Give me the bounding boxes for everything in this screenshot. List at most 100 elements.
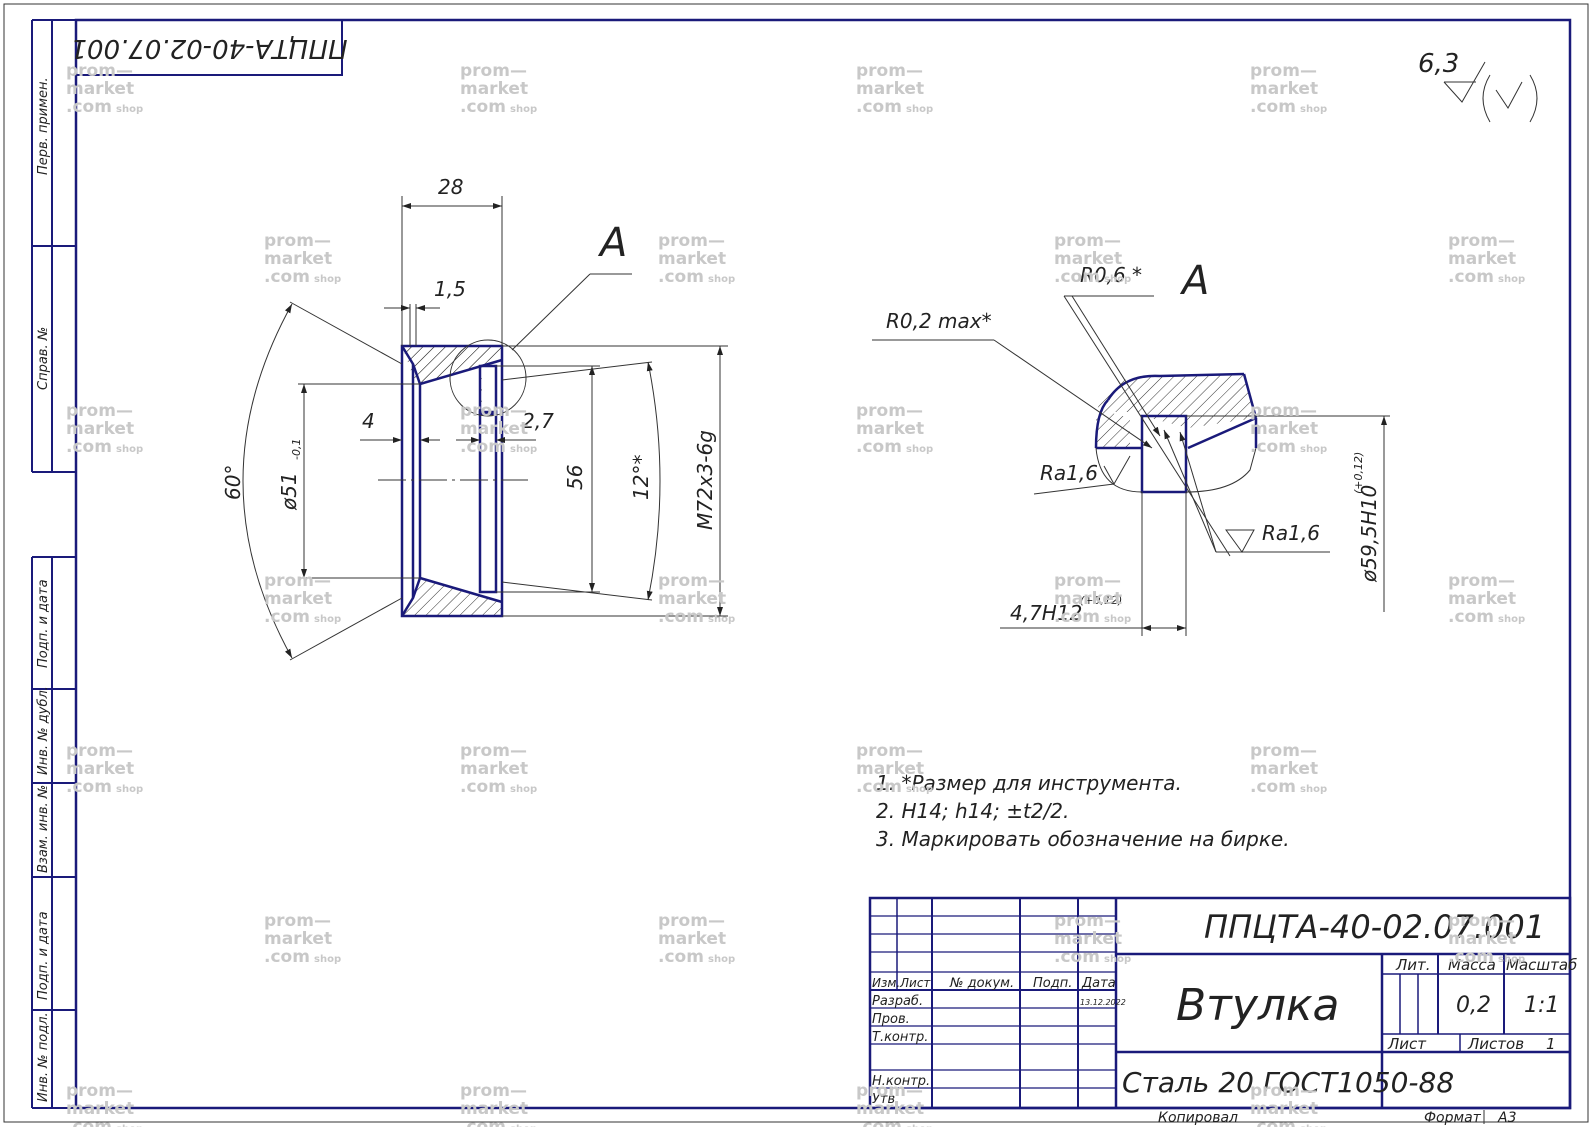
detail-a-view: ø59,5H10 (+0,12) 4,7H12 (+0,12) R0,6 * A… [872, 258, 1390, 636]
svg-text:shop: shop [116, 784, 143, 795]
svg-text:shop: shop [906, 784, 933, 795]
svg-text:shop: shop [314, 954, 341, 965]
svg-text:shop: shop [510, 444, 537, 455]
svg-text:market: market [460, 759, 528, 779]
detail-dia-59-5-tol: (+0,12) [1352, 452, 1365, 494]
svg-text:market: market [856, 759, 924, 779]
tb-date-dev: 13.12.2022 [1080, 998, 1126, 1007]
svg-text:.com: .com [658, 607, 704, 627]
svg-text:prom—: prom— [1250, 741, 1317, 761]
svg-text:prom—: prom— [1054, 911, 1121, 931]
svg-text:shop: shop [1300, 444, 1327, 455]
side-strip: Перв. примен. Справ. № Подп. и дата Инв.… [31, 19, 76, 1109]
technical-notes: 1. *Размер для инструмента. 2. H14; h14;… [876, 771, 1290, 851]
roughness-value: 6,3 [1418, 49, 1459, 79]
svg-text:.com: .com [1250, 97, 1296, 117]
svg-text:prom—: prom— [1448, 231, 1515, 251]
svg-text:prom—: prom— [460, 61, 527, 81]
svg-text:prom—: prom— [1250, 401, 1317, 421]
dim-56: 56 [563, 465, 587, 490]
svg-text:market: market [1250, 1099, 1318, 1119]
dim-4: 4 [362, 409, 375, 433]
tb-scale: Масштаб [1506, 956, 1577, 974]
tb-hdr-list: Лист [899, 976, 931, 990]
detail-a-label: A [1179, 258, 1209, 304]
side-label-2: Подп. и дата [36, 579, 51, 668]
tb-role-ncontr: Н.контр. [872, 1074, 930, 1089]
tb-hdr-izm: Изм. [872, 976, 900, 990]
svg-text:shop: shop [116, 104, 143, 115]
svg-text:shop: shop [510, 104, 537, 115]
svg-text:prom—: prom— [856, 401, 923, 421]
designation-stamp-top: ППЦТА-40-02.07.001 [70, 19, 348, 76]
tb-sheets: Листов [1467, 1035, 1524, 1053]
tb-material: Сталь 20 ГОСТ1050-88 [1122, 1066, 1454, 1099]
detail-r06: R0,6 * [1080, 263, 1142, 287]
svg-text:.com: .com [264, 947, 310, 967]
svg-text:prom—: prom— [658, 571, 725, 591]
svg-text:shop: shop [1104, 614, 1131, 625]
side-label-4: Взам. инв. № [36, 785, 51, 873]
detail-width-tol: (+0,12) [1080, 594, 1122, 607]
svg-text:prom—: prom— [66, 401, 133, 421]
svg-text:prom—: prom— [1448, 911, 1515, 931]
svg-text:shop: shop [510, 1124, 537, 1127]
svg-text:market: market [66, 419, 134, 439]
svg-text:.com: .com [460, 437, 506, 457]
side-label-0: Перв. примен. [36, 77, 51, 175]
tb-copied: Копировал [1158, 1110, 1238, 1126]
tb-hdr-date: Дата [1081, 976, 1116, 991]
svg-text:market: market [1250, 759, 1318, 779]
svg-text:.com: .com [856, 1117, 902, 1127]
svg-text:.com: .com [460, 777, 506, 797]
svg-text:.com: .com [856, 97, 902, 117]
svg-text:market: market [856, 419, 924, 439]
svg-text:prom—: prom— [1250, 1081, 1317, 1101]
svg-text:market: market [658, 249, 726, 269]
tb-format-value: А3 [1497, 1110, 1516, 1126]
svg-text:shop: shop [1498, 274, 1525, 285]
svg-text:prom—: prom— [1250, 61, 1317, 81]
svg-text:shop: shop [314, 274, 341, 285]
drawing-frame [74, 18, 1572, 1110]
detail-r02: R0,2 max* [886, 309, 992, 333]
svg-text:market: market [66, 79, 134, 99]
svg-text:shop: shop [116, 444, 143, 455]
tb-role-dev: Разраб. [872, 994, 923, 1009]
side-label-1: Справ. № [36, 327, 51, 390]
svg-text:market: market [658, 589, 726, 609]
svg-text:market: market [1054, 929, 1122, 949]
tb-mass-value: 0,2 [1456, 993, 1491, 1018]
svg-text:market: market [264, 249, 332, 269]
svg-text:.com: .com [1054, 267, 1100, 287]
svg-text:.com: .com [1250, 777, 1296, 797]
tb-sheets-value: 1 [1546, 1035, 1556, 1053]
svg-text:shop: shop [1300, 1124, 1327, 1127]
tb-scale-value: 1:1 [1524, 993, 1559, 1018]
tb-role-tcontr: Т.контр. [872, 1030, 928, 1045]
svg-text:prom—: prom— [264, 911, 331, 931]
tb-hdr-doc: № докум. [949, 976, 1014, 991]
svg-text:market: market [460, 79, 528, 99]
dim-1-5: 1,5 [434, 277, 466, 301]
